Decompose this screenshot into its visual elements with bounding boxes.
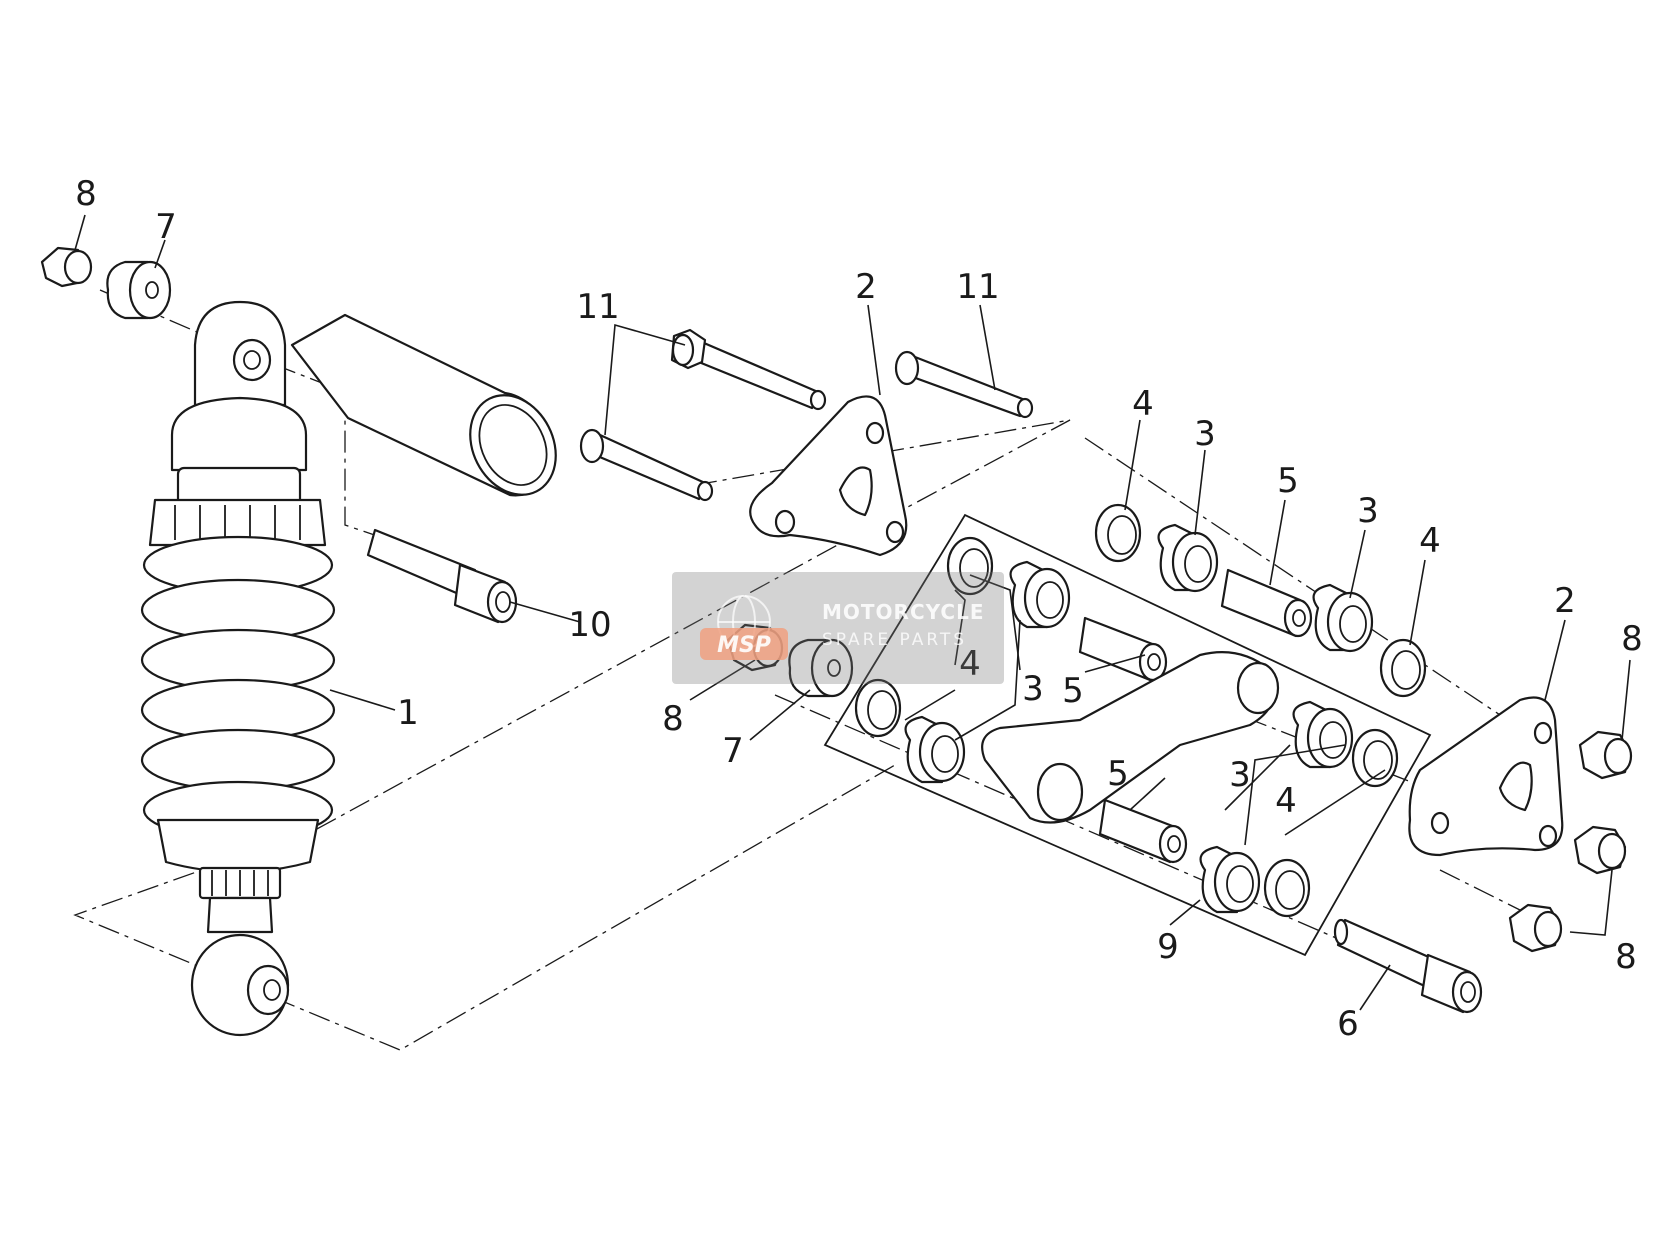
callout-label: 3 xyxy=(1194,414,1216,454)
watermark-brand: MOTORCYCLE xyxy=(822,600,985,624)
callout-label: 11 xyxy=(956,267,999,307)
callout-label: 7 xyxy=(155,207,177,247)
bolt-upper xyxy=(670,328,827,411)
spacer-top-left xyxy=(106,260,172,320)
bearing-upper-left xyxy=(1157,523,1219,593)
shock-absorber xyxy=(140,300,557,1037)
callout-label: 8 xyxy=(1621,619,1643,659)
callout-label: 5 xyxy=(1107,754,1129,794)
callout-label: 3 xyxy=(1229,755,1251,795)
washer-frame-bottom xyxy=(1263,858,1311,918)
callout-label: 4 xyxy=(959,644,981,684)
nut-bottom xyxy=(1508,903,1563,953)
callout-label: 10 xyxy=(568,605,611,645)
callout-label: 7 xyxy=(722,731,744,771)
washer-frame-right xyxy=(1351,728,1399,788)
washer-upper-right xyxy=(1379,638,1427,698)
spacer-frame-bottom xyxy=(1098,798,1188,864)
spacer-frame-top xyxy=(1078,616,1168,682)
plate-left xyxy=(749,395,908,557)
callout-label: 8 xyxy=(662,699,684,739)
callout-label: 5 xyxy=(1062,671,1084,711)
callout-label: 4 xyxy=(1132,384,1154,424)
bearing-frame-left xyxy=(904,715,966,784)
bolt-10 xyxy=(366,528,518,624)
nut-top-left xyxy=(40,246,93,288)
bearing-frame-right xyxy=(1292,700,1354,769)
link-kit-frame xyxy=(823,513,1432,957)
callout-label: 11 xyxy=(576,287,619,327)
watermark: MSP MOTORCYCLE SPARE PARTS xyxy=(672,572,1004,684)
washer-frame-left xyxy=(854,678,902,738)
nut-right-upper xyxy=(1578,730,1633,780)
callout-label: 9 xyxy=(1157,927,1179,967)
bearing-frame-top xyxy=(1009,560,1071,629)
plate-right xyxy=(1408,696,1564,857)
callout-label: 1 xyxy=(397,693,419,733)
callout-label: 5 xyxy=(1277,461,1299,501)
spacer-upper xyxy=(1220,568,1313,638)
callout-label: 8 xyxy=(1615,937,1637,977)
bolt-lower xyxy=(579,428,714,502)
callout-label: 8 xyxy=(75,174,97,214)
callout-label: 3 xyxy=(1022,669,1044,709)
bearing-upper-right xyxy=(1312,583,1374,653)
nut-right-lower xyxy=(1573,825,1627,875)
leader-lines xyxy=(74,214,1631,1011)
watermark-logo-text: MSP xyxy=(717,633,771,658)
washer-frame-top xyxy=(946,536,994,596)
callout-label: 2 xyxy=(855,267,877,307)
callout-label: 4 xyxy=(1419,521,1441,561)
watermark-subtitle: SPARE PARTS xyxy=(822,630,968,650)
callout-label: 4 xyxy=(1275,781,1297,821)
bolt-6 xyxy=(1333,918,1483,1014)
callout-label: 6 xyxy=(1337,1004,1359,1044)
spacer-center xyxy=(788,638,854,698)
callout-label: 3 xyxy=(1357,491,1379,531)
bearing-frame-bottom xyxy=(1199,845,1261,914)
bolt-upper-right xyxy=(894,350,1034,419)
washer-upper-left xyxy=(1094,503,1142,563)
callout-label: 2 xyxy=(1554,581,1576,621)
callout-labels: 8 7 11 2 11 4 3 5 3 4 2 8 10 1 4 3 5 8 7… xyxy=(75,174,1643,1044)
link-lever xyxy=(981,651,1280,824)
globe-logo-icon: MSP xyxy=(700,595,788,660)
